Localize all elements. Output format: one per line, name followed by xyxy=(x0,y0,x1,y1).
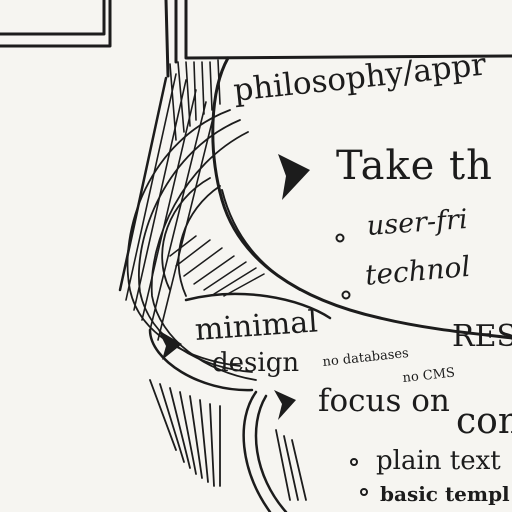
frame-box-topleft xyxy=(0,0,112,48)
bubble-minimal xyxy=(148,292,332,392)
bullet-points xyxy=(335,233,368,496)
bullet-icon xyxy=(335,233,345,243)
hatch-middle xyxy=(169,235,265,297)
label-res: RES xyxy=(452,319,512,354)
bubble-philosophy xyxy=(211,56,512,340)
bullet-icon xyxy=(350,458,358,466)
label-minimal: minimal xyxy=(193,304,319,348)
bullet-plain-text: plain text xyxy=(376,446,501,476)
label-design: design xyxy=(212,348,300,378)
bullet-icon xyxy=(341,290,351,300)
hatch-connector xyxy=(118,59,221,341)
arrow-icons xyxy=(158,154,310,420)
bullet-icon xyxy=(360,488,368,496)
item-take-the: Take th xyxy=(336,143,493,189)
arrow-icon-minimal xyxy=(158,330,182,360)
bottom-lines xyxy=(149,379,307,512)
arrow-icon-take xyxy=(278,154,310,200)
bullet-user-friendly: user-fri xyxy=(365,203,469,242)
label-content: con xyxy=(456,401,512,442)
loop-strokes xyxy=(126,109,257,381)
frame-top-lines xyxy=(164,0,512,78)
arrow-icon-focus xyxy=(274,390,296,420)
label-focus-on: focus on xyxy=(318,383,450,419)
bullet-basic-template: basic templ xyxy=(380,482,510,506)
